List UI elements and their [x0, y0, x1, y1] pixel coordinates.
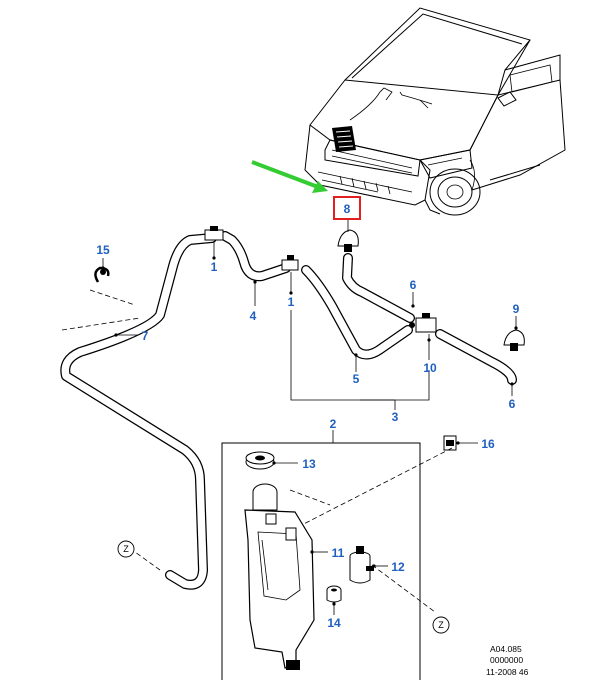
- nozzle-9: [503, 329, 525, 351]
- hose-6-right: [435, 329, 517, 385]
- callout-4: 4: [250, 309, 257, 323]
- hose-7: [60, 233, 217, 590]
- callout-1-mid: 1: [288, 295, 295, 309]
- callout-2: 2: [330, 417, 337, 431]
- callout-16: 16: [481, 437, 495, 451]
- pointer-arrow: [251, 160, 328, 193]
- vehicle-illustration: [304, 7, 566, 216]
- reservoir-assembly-frame: [221, 442, 421, 680]
- leader-dots: [101, 256, 518, 606]
- callout-15: 15: [96, 243, 110, 257]
- svg-text:Z: Z: [438, 620, 444, 630]
- z-marker-left: Z: [117, 540, 135, 558]
- reference-code: A04.085 0000000 11-2008 46: [486, 644, 529, 677]
- callout-6-right: 6: [509, 397, 516, 411]
- callout-1-top: 1: [211, 260, 218, 274]
- reservoir-11: [244, 483, 315, 670]
- connector-10: [409, 313, 437, 333]
- highlight-box: [333, 196, 361, 220]
- svg-text:A04.085: A04.085: [490, 644, 522, 654]
- callout-9: 9: [513, 302, 520, 316]
- callout-7: 7: [142, 329, 149, 343]
- grommet-14: [326, 585, 342, 603]
- leader-lines: [102, 220, 517, 615]
- svg-text:Z: Z: [123, 544, 129, 554]
- callout-5: 5: [353, 372, 360, 386]
- callout-10: 10: [423, 361, 437, 375]
- svg-text:11-2008 46: 11-2008 46: [486, 667, 529, 677]
- hose-6-upper: [342, 253, 415, 323]
- hose-5: [301, 265, 413, 360]
- callout-11: 11: [332, 546, 345, 560]
- z-marker-right: Z: [432, 616, 450, 634]
- callout-14: 14: [327, 616, 341, 630]
- callout-6-upper: 6: [410, 278, 417, 292]
- grommet-16: [443, 435, 457, 451]
- callout-3: 3: [392, 410, 399, 424]
- callout-8: 8: [344, 202, 351, 216]
- callout-13: 13: [302, 457, 316, 471]
- connector-1-top: [204, 226, 224, 258]
- svg-text:0000000: 0000000: [490, 655, 523, 665]
- cap-13: [245, 451, 275, 470]
- connector-1-mid: [281, 255, 299, 271]
- callout-12: 12: [391, 560, 405, 574]
- nozzle-8: [337, 229, 359, 252]
- pump-12: [349, 546, 374, 584]
- hose-4: [220, 231, 291, 282]
- clip-15: [94, 266, 110, 283]
- callout-numbers: 1 1 2 3 4 5 6 6 7 8 9 10 11 12 13 14 15 …: [96, 202, 519, 630]
